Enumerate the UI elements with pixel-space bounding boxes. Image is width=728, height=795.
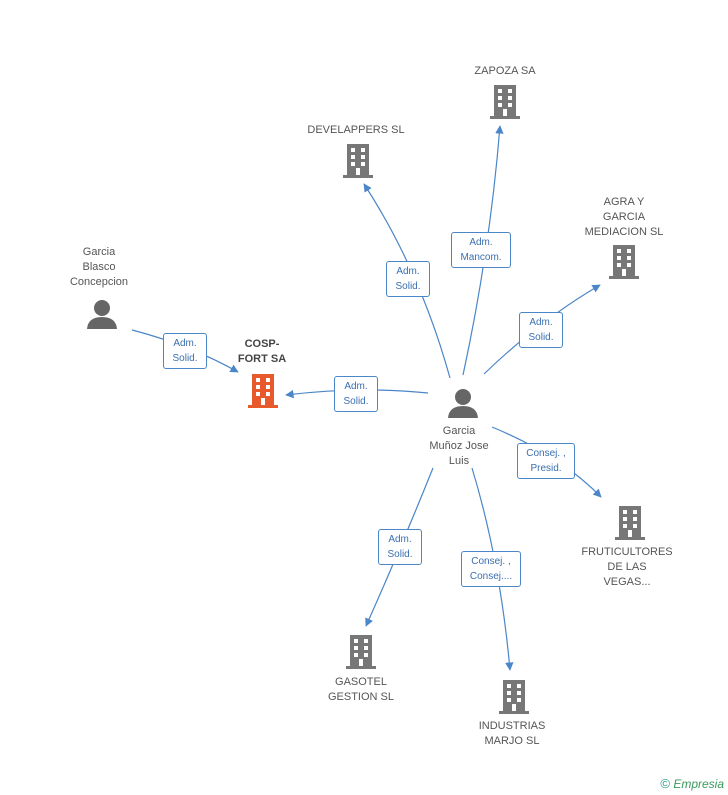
brand-logo[interactable]: Empresia xyxy=(673,777,724,791)
edge-label-munoz-industrias[interactable]: Consej. , Consej.... xyxy=(461,551,521,587)
building-icon[interactable] xyxy=(608,245,640,279)
edge-label-line: Consej. , xyxy=(471,556,511,567)
copyright-symbol: © xyxy=(660,776,670,791)
building-icon[interactable] xyxy=(614,506,646,540)
node-label-cosp-fort[interactable]: COSP- FORT SA xyxy=(222,337,302,367)
label-line: DEVELAPPERS SL xyxy=(307,124,405,136)
edge-label-line: Solid. xyxy=(395,281,421,292)
node-label-industrias[interactable]: INDUSTRIAS MARJO SL xyxy=(462,719,562,749)
label-line: GASOTEL xyxy=(335,676,387,688)
edge-label-munoz-gasotel[interactable]: Adm. Solid. xyxy=(378,529,422,565)
label-line: Garcia xyxy=(82,246,116,258)
label-line: AGRA Y xyxy=(603,196,645,208)
edge-label-munoz-fruticultores[interactable]: Consej. , Presid. xyxy=(517,443,575,479)
edge-label-munoz-zapoza[interactable]: Adm. Mancom. xyxy=(451,232,511,268)
building-icon[interactable] xyxy=(498,680,530,714)
edge-label-line: Mancom. xyxy=(460,252,502,263)
label-line: FORT SA xyxy=(237,353,287,365)
label-line: Luis xyxy=(448,455,470,467)
edge-label-line: Consej.... xyxy=(469,571,513,582)
edge-label-line: Solid. xyxy=(172,353,198,364)
label-line: GESTION SL xyxy=(327,691,395,703)
edge-label-line: Adm. xyxy=(396,266,420,277)
label-line: ZAPOZA SA xyxy=(474,65,536,77)
edge-label-munoz-develappers[interactable]: Adm. Solid. xyxy=(386,261,430,297)
label-line: INDUSTRIAS xyxy=(478,720,546,732)
edge-label-blasco-cosp[interactable]: Adm. Solid. xyxy=(163,333,207,369)
node-label-fruticultores[interactable]: FRUTICULTORES DE LAS VEGAS... xyxy=(577,545,677,590)
label-line: Garcia xyxy=(442,425,476,437)
edge-label-line: Solid. xyxy=(387,549,413,560)
edge-label-line: Adm. xyxy=(529,317,553,328)
edge-label-line: Adm. xyxy=(469,237,493,248)
building-icon[interactable] xyxy=(342,144,374,178)
node-label-zapoza[interactable]: ZAPOZA SA xyxy=(445,64,565,79)
edge-label-line: Adm. xyxy=(344,381,368,392)
building-icon[interactable] xyxy=(247,374,279,408)
edge-label-line: Consej. , xyxy=(526,448,566,459)
label-line: Concepcion xyxy=(69,276,129,288)
label-line: Blasco xyxy=(82,261,116,273)
node-label-garcia-munoz[interactable]: Garcia Muñoz Jose Luis xyxy=(414,424,504,469)
edge-label-line: Adm. xyxy=(388,534,412,545)
label-line: Muñoz Jose xyxy=(429,440,489,452)
edge-label-line: Solid. xyxy=(343,396,369,407)
label-line: DE LAS xyxy=(607,561,647,573)
label-line: GARCIA xyxy=(602,211,646,223)
label-line: MARJO SL xyxy=(484,735,540,747)
person-icon[interactable] xyxy=(86,299,118,329)
label-line: MEDIACION SL xyxy=(584,226,664,238)
node-label-agra[interactable]: AGRA Y GARCIA MEDIACION SL xyxy=(574,195,674,240)
footer-brand: © Empresia xyxy=(660,776,724,791)
node-label-gasotel[interactable]: GASOTEL GESTION SL xyxy=(311,675,411,705)
person-icon[interactable] xyxy=(447,388,479,418)
edge-label-line: Solid. xyxy=(528,332,554,343)
label-line: COSP- xyxy=(244,338,280,350)
edge-label-munoz-cosp[interactable]: Adm. Solid. xyxy=(334,376,378,412)
building-icon[interactable] xyxy=(489,85,521,119)
node-label-garcia-blasco[interactable]: Garcia Blasco Concepcion xyxy=(54,245,144,290)
label-line: VEGAS... xyxy=(603,576,651,588)
edge-label-line: Adm. xyxy=(173,338,197,349)
node-label-develappers[interactable]: DEVELAPPERS SL xyxy=(296,123,416,138)
edge-label-munoz-agra[interactable]: Adm. Solid. xyxy=(519,312,563,348)
edge-label-line: Presid. xyxy=(530,463,562,474)
label-line: FRUTICULTORES xyxy=(581,546,673,558)
building-icon[interactable] xyxy=(345,635,377,669)
